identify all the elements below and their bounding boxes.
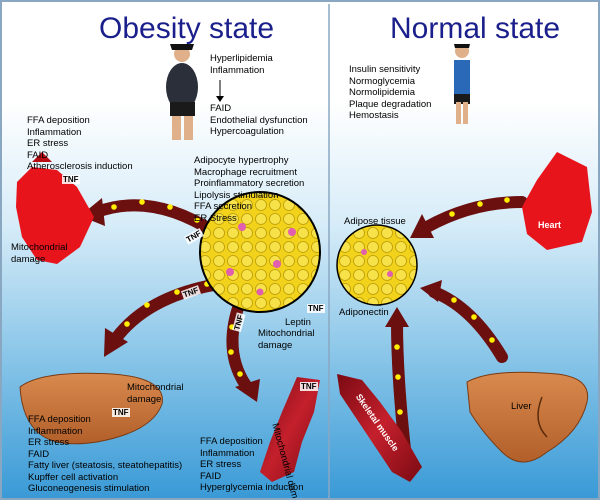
title-normal-state: Normal state: [390, 12, 561, 45]
effect-line: Adipocyte hypertrophy: [194, 155, 289, 166]
heart-normal: [522, 152, 592, 250]
liver-effects: FFA deposition Inflammation ER stress FA…: [28, 414, 182, 495]
arrow-head-muscle: [235, 379, 260, 402]
effect-line: Insulin sensitivity: [349, 64, 421, 75]
effect-line: FAID: [28, 448, 50, 460]
muscle-obese: [260, 377, 320, 482]
arrow-liver-to-adipose: [428, 286, 508, 363]
effect-line: FAID: [210, 103, 232, 114]
label-line: damage: [127, 393, 162, 405]
effect-line: Proinflammatory secretion: [194, 178, 305, 189]
obesity-body-effects: Hyperlipidemia Inflammation: [210, 53, 273, 76]
effect-line: Normolipidemia: [349, 87, 415, 98]
adipocyte-effects: Adipocyte hypertrophy Macrophage recruit…: [194, 155, 304, 224]
tnf-label-adipose: TNF: [307, 304, 325, 313]
effect-line: Kupffer cell activation: [28, 471, 119, 483]
arrow-head-heart: [80, 198, 105, 226]
effect-line: Lipolysis stimulation: [194, 189, 279, 201]
effect-line: FFA deposition: [27, 115, 90, 126]
effect-line: Plaque degradation: [349, 98, 432, 110]
title-obesity-state: Obesity state: [99, 12, 275, 45]
normal-state-effects: Insulin sensitivity Normoglycemia Normol…: [349, 64, 431, 122]
mito-damage-heart: Mitochondrial damage: [11, 242, 68, 265]
effect-line: Macrophage recruitment: [194, 166, 297, 178]
effect-line: FFA deposition: [28, 414, 91, 425]
obese-person-figure: [166, 44, 198, 140]
adiponectin-label: Adiponectin: [339, 307, 389, 318]
mito-damage-liver: Mitochondrial damage: [127, 382, 184, 405]
effect-line: ER stress: [200, 459, 242, 470]
liver-normal: [466, 371, 589, 463]
mito-damage-adipose: Mitochondrial damage: [258, 328, 315, 351]
effect-line: FAID: [27, 149, 49, 161]
liver-obese: [19, 372, 163, 445]
arrow-head-adipose-from-heart: [410, 214, 434, 238]
liver-label: Liver: [511, 401, 532, 412]
muscle-normal: [337, 374, 422, 482]
arrow-dots: [111, 197, 510, 450]
effect-line: FFA deposition: [200, 436, 263, 447]
arrow-heads: [80, 198, 442, 402]
arrow-heart-to-adipose: [421, 196, 528, 233]
heart-effects: FFA deposition Inflammation ER stress FA…: [27, 115, 133, 173]
label-line: Mitochondrial: [127, 382, 184, 393]
adipose-normal: [336, 224, 418, 306]
effect-line: Inflammation: [28, 425, 83, 437]
effect-line: ER stress: [28, 437, 70, 448]
obesity-vascular-effects: FAID Endothelial dysfunction Hypercoagul…: [210, 103, 308, 138]
normal-person-figure: [454, 44, 470, 124]
effect-line: Fatty liver (steatosis, steatohepatitis): [28, 460, 183, 471]
effect-line: Normoglycemia: [349, 75, 415, 87]
arrow-adipose-to-muscle: [226, 296, 253, 393]
adipose-obese: [199, 191, 321, 313]
label-line: Mitochondrial: [258, 328, 315, 339]
effect-line: Inflammation: [200, 447, 255, 459]
effect-line: ER stress: [27, 138, 69, 149]
muscle-effects: FFA deposition Inflammation ER stress FA…: [200, 436, 304, 494]
label-line: damage: [11, 253, 46, 265]
effect-line: Hypercoagulation: [210, 126, 284, 137]
arrow-adipose-to-heart: [91, 199, 220, 238]
effect-line: ER Stress: [194, 212, 237, 224]
tnf-label-liver: TNF: [112, 408, 130, 417]
arrow-head-liver: [104, 328, 128, 357]
arrow-head-adipose-from-liver: [420, 280, 442, 302]
effect-line: Gluconeogenesis stimulation: [28, 483, 150, 494]
tnf-label-muscle: TNF: [300, 382, 318, 391]
leptin-label: Leptin: [285, 317, 311, 328]
effect-line: Hemostasis: [349, 110, 399, 121]
effect-line: FFA secretion: [194, 201, 253, 212]
label-line: Mitochondrial: [11, 242, 68, 253]
effect-line: Hyperglycemia induction: [200, 482, 304, 493]
effect-line: Inflammation: [210, 64, 265, 76]
heart-label: Heart: [538, 220, 562, 230]
heart-obese: [16, 167, 94, 264]
effect-line: Endothelial dysfunction: [210, 114, 308, 126]
effect-line: Atherosclerosis induction: [27, 161, 133, 172]
tnf-label-heart: TNF: [62, 175, 80, 184]
adipose-tissue-label: Adipose tissue: [344, 216, 406, 227]
effect-line: FAID: [200, 470, 222, 482]
effect-line: Hyperlipidemia: [210, 53, 273, 64]
arrow-head-adipose-from-muscle: [385, 307, 409, 327]
effect-line: Inflammation: [27, 126, 82, 138]
label-line: damage: [258, 339, 293, 351]
down-arrow-head: [216, 96, 224, 102]
